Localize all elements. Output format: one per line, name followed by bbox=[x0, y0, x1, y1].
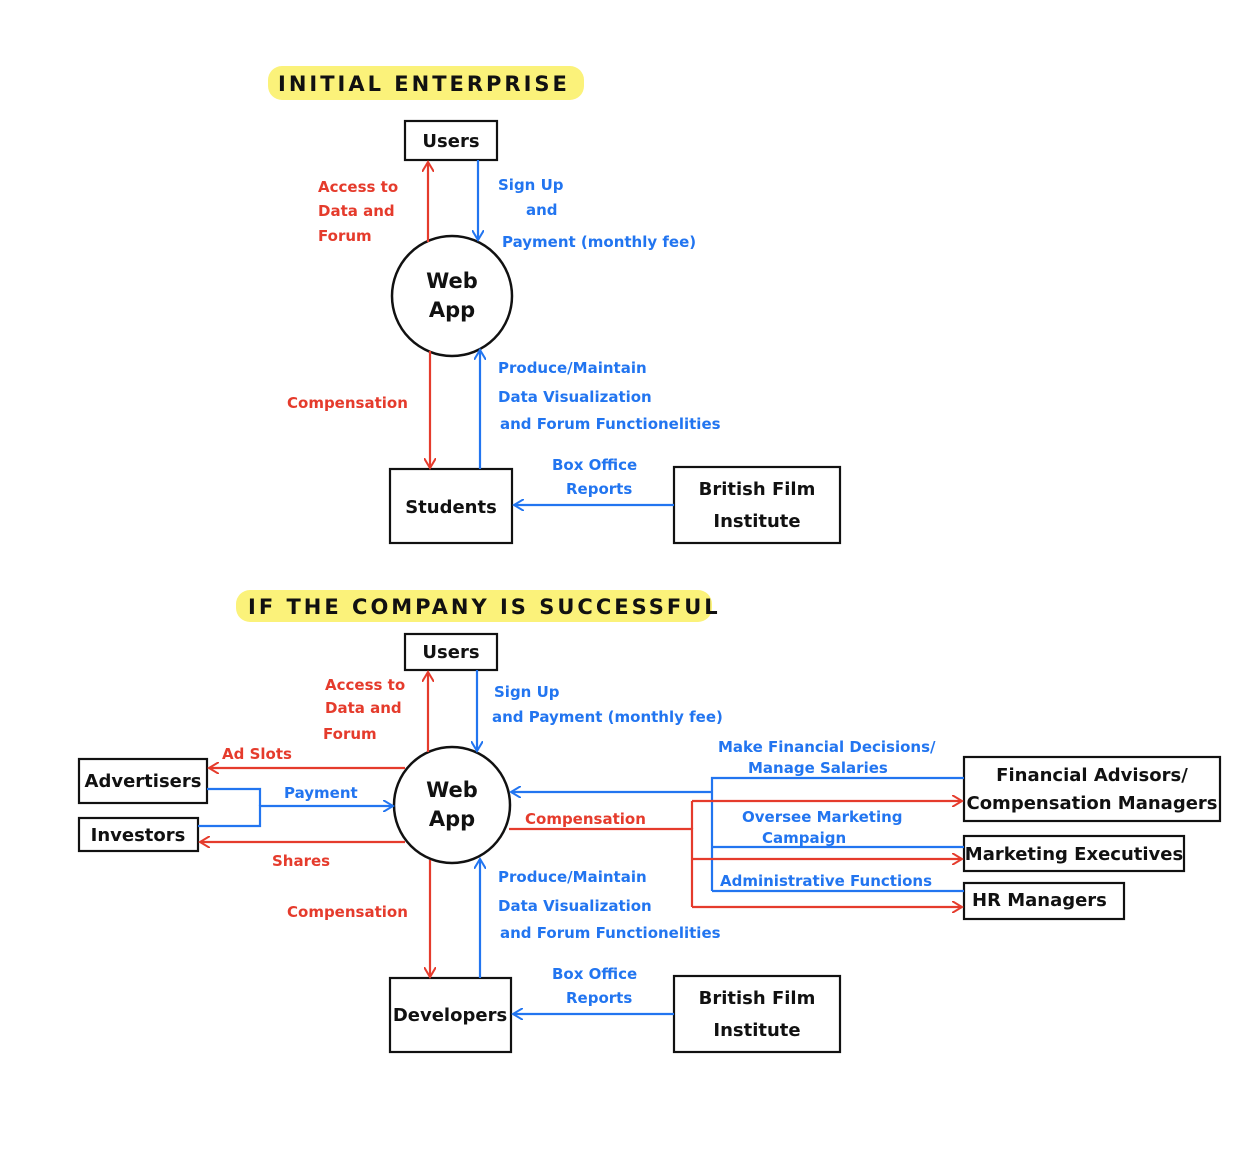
initial-box-office-line1: Box Office bbox=[552, 456, 637, 474]
initial-bfi-line1: British Film bbox=[699, 479, 816, 500]
initial-heading: INITIAL ENTERPRISE bbox=[278, 72, 570, 96]
success-access-line2: Data and bbox=[325, 699, 402, 717]
financial-box bbox=[962, 755, 1222, 823]
initial-section: INITIAL ENTERPRISE Users Web App Student… bbox=[268, 66, 842, 545]
success-bfi-box bbox=[672, 974, 842, 1054]
initial-web-app-process bbox=[390, 234, 514, 358]
success-access-line1: Access to bbox=[325, 676, 405, 694]
success-users-label: Users bbox=[422, 642, 479, 663]
advertisers-payment-path bbox=[207, 787, 262, 806]
investors-box bbox=[77, 816, 200, 853]
success-users-box bbox=[403, 632, 499, 672]
success-produce-line1: Produce/Maintain bbox=[498, 868, 647, 886]
shares-label: Shares bbox=[272, 852, 330, 870]
advertisers-box bbox=[77, 757, 209, 805]
developers-label: Developers bbox=[393, 1005, 507, 1026]
success-signup-line2: and Payment (monthly fee) bbox=[492, 708, 723, 726]
success-access-line3: Forum bbox=[323, 725, 377, 743]
initial-access-line2: Data and bbox=[318, 202, 395, 220]
initial-signup-line1: Sign Up bbox=[498, 176, 564, 194]
success-signup-line1: Sign Up bbox=[494, 683, 560, 701]
developers-box bbox=[388, 976, 513, 1054]
financial-decisions-line1: Make Financial Decisions/ bbox=[718, 738, 936, 756]
administrative-label: Administrative Functions bbox=[720, 872, 932, 890]
success-section: IF THE COMPANY IS SUCCESSFUL Users Web A… bbox=[77, 590, 1222, 1054]
initial-access-line1: Access to bbox=[318, 178, 398, 196]
initial-heading-highlight bbox=[268, 66, 584, 100]
initial-signup-line3: Payment (monthly fee) bbox=[502, 233, 696, 251]
financial-line1: Financial Advisors/ bbox=[996, 765, 1188, 786]
success-web-app-line1: Web bbox=[426, 778, 478, 802]
initial-produce-line2: Data Visualization bbox=[498, 388, 652, 406]
advertisers-label: Advertisers bbox=[85, 771, 202, 792]
financial-decisions-line2: Manage Salaries bbox=[748, 759, 888, 777]
financial-line2: Compensation Managers bbox=[966, 793, 1217, 814]
initial-web-app-line2: App bbox=[429, 298, 475, 322]
success-bfi-line2: Institute bbox=[713, 1020, 800, 1041]
hr-box bbox=[962, 881, 1126, 921]
initial-box-office-line2: Reports bbox=[566, 480, 632, 498]
success-produce-line2: Data Visualization bbox=[498, 897, 652, 915]
success-bfi-line1: British Film bbox=[699, 988, 816, 1009]
initial-access-line3: Forum bbox=[318, 227, 372, 245]
initial-compensation-label: Compensation bbox=[287, 394, 408, 412]
initial-students-box bbox=[388, 467, 514, 545]
ad-slots-label: Ad Slots bbox=[222, 745, 292, 763]
success-heading: IF THE COMPANY IS SUCCESSFUL bbox=[248, 595, 721, 619]
initial-signup-line2: and bbox=[526, 201, 558, 219]
marketing-label: Marketing Executives bbox=[965, 844, 1183, 865]
compensation-right-label: Compensation bbox=[525, 810, 646, 828]
initial-users-box bbox=[403, 119, 499, 162]
initial-web-app-line1: Web bbox=[426, 269, 478, 293]
marketing-box bbox=[962, 834, 1186, 873]
success-box-office-line1: Box Office bbox=[552, 965, 637, 983]
initial-students-label: Students bbox=[405, 497, 497, 518]
success-produce-line3: and Forum Functionelities bbox=[500, 924, 721, 942]
success-web-app-process bbox=[392, 745, 512, 865]
financial-decisions-path bbox=[710, 776, 964, 792]
compensation-down-label: Compensation bbox=[287, 903, 408, 921]
payment-label: Payment bbox=[284, 784, 358, 802]
oversee-line1: Oversee Marketing bbox=[742, 808, 903, 826]
initial-users-label: Users bbox=[422, 131, 479, 152]
success-web-app-line2: App bbox=[429, 807, 475, 831]
investors-payment-path bbox=[198, 806, 393, 828]
initial-bfi-line2: Institute bbox=[713, 511, 800, 532]
success-box-office-line2: Reports bbox=[566, 989, 632, 1007]
hr-label: HR Managers bbox=[972, 890, 1107, 911]
oversee-line2: Campaign bbox=[762, 829, 846, 847]
initial-produce-line1: Produce/Maintain bbox=[498, 359, 647, 377]
initial-produce-line3: and Forum Functionelities bbox=[500, 415, 721, 433]
investors-label: Investors bbox=[91, 825, 186, 846]
success-heading-highlight bbox=[236, 590, 712, 622]
